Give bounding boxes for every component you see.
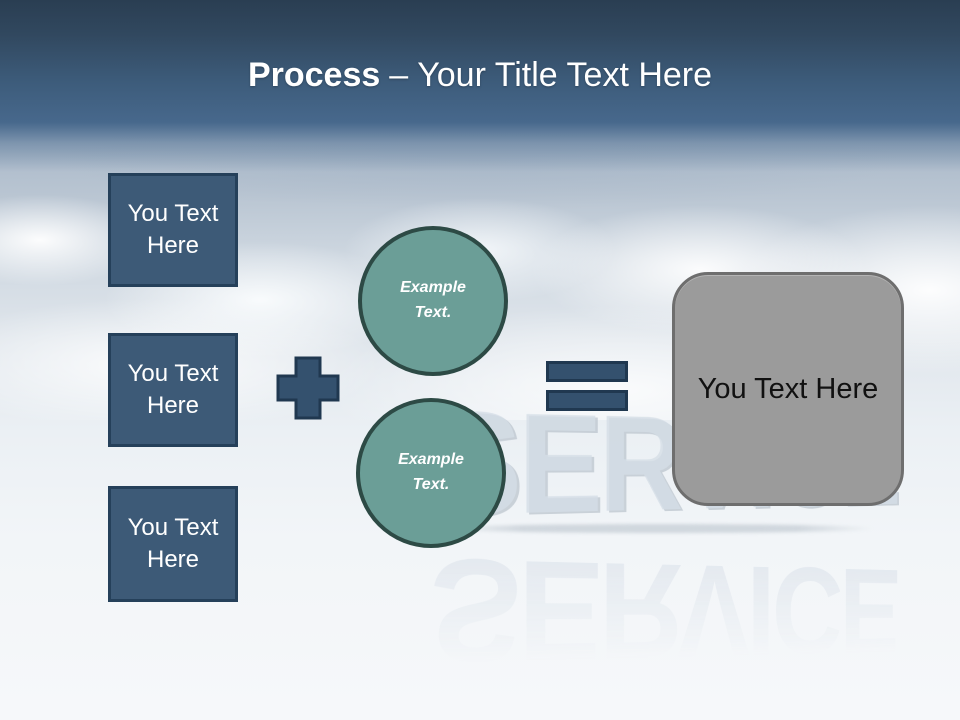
example-circle-2[interactable]: Example Text. — [356, 398, 506, 548]
left-textbox-3-label: You Text Here — [127, 513, 219, 573]
background-word-reflection: SERVICE — [430, 527, 898, 695]
example-circle-1[interactable]: Example Text. — [358, 226, 508, 376]
left-textbox-1[interactable]: You Text Here — [108, 173, 238, 287]
equals-bar-top — [546, 361, 628, 382]
left-textbox-3[interactable]: You Text Here — [108, 486, 238, 602]
slide-title-rest: Your Title Text Here — [417, 56, 713, 94]
background-word-ground-shadow — [445, 524, 875, 533]
result-box-label: You Text Here — [697, 372, 879, 405]
equals-bar-bottom — [546, 390, 628, 411]
slide-title-separator: – — [389, 56, 409, 94]
left-textbox-2-label: You Text Here — [127, 359, 219, 419]
left-textbox-2[interactable]: You Text Here — [108, 333, 238, 447]
slide-title[interactable]: Process–Your Title Text Here — [0, 55, 960, 95]
header-band — [0, 0, 960, 172]
slide-title-emphasis: Process — [247, 56, 381, 94]
equals-icon[interactable] — [546, 361, 628, 411]
left-textbox-1-label: You Text Here — [127, 199, 219, 259]
plus-icon[interactable] — [275, 355, 341, 421]
example-circle-1-label: Example Text. — [400, 279, 466, 321]
example-circle-2-label: Example Text. — [398, 451, 464, 493]
result-box[interactable]: You Text Here — [672, 272, 904, 506]
